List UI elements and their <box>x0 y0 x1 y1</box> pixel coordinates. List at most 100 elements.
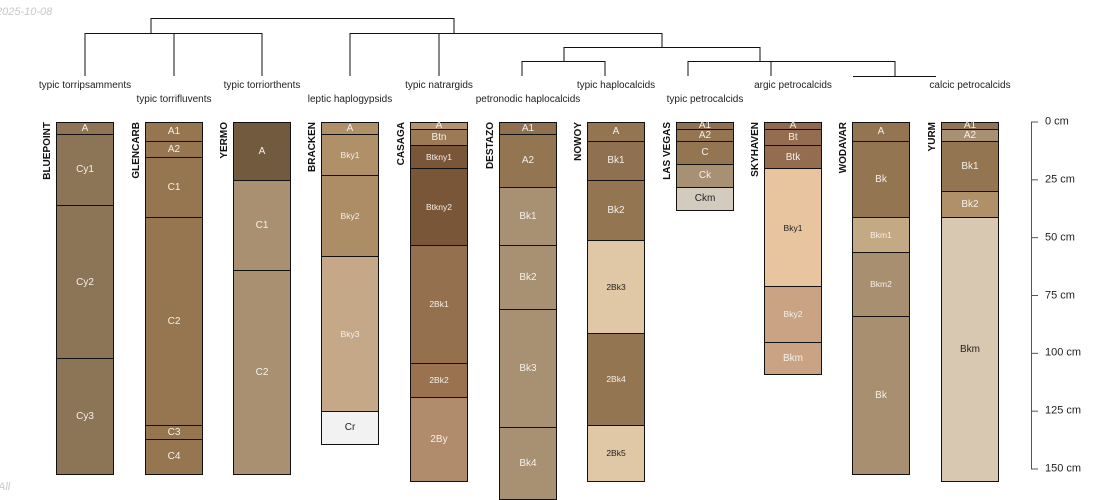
horizon: 2By <box>410 397 468 482</box>
horizon: Bk2 <box>499 244 557 311</box>
horizon-label: A <box>81 122 89 134</box>
horizon: Bky2 <box>321 175 379 258</box>
horizon-label: A1 <box>521 122 535 134</box>
horizon: 2Bk1 <box>410 244 468 364</box>
horizon-label: A <box>346 122 354 134</box>
horizon-label: A2 <box>167 143 181 155</box>
axis-tick-label: 50 cm <box>1045 231 1075 244</box>
horizon: Cr <box>321 411 379 445</box>
horizon: 2Bk4 <box>587 332 645 427</box>
taxon-label: argic petrocalcids <box>754 80 832 91</box>
profile-name: GLENCARB <box>131 122 142 179</box>
horizon: Btk <box>764 145 822 170</box>
horizon: C2 <box>233 270 291 475</box>
horizon: Bk2 <box>587 179 645 241</box>
horizon-label: Ck <box>698 170 712 182</box>
horizon: A1 <box>145 122 203 142</box>
horizon: Bkm1 <box>852 216 910 253</box>
dendro-left-cluster <box>84 33 263 76</box>
axis-tick-label: 150 cm <box>1045 462 1082 475</box>
horizon: C <box>676 140 734 165</box>
horizon: A <box>852 122 910 142</box>
horizon: Bt <box>764 128 822 147</box>
horizon-label: C4 <box>167 451 181 463</box>
horizon-label: C2 <box>167 315 181 327</box>
horizon-label: Bky3 <box>340 329 360 340</box>
depth-axis <box>1031 121 1038 470</box>
horizon: Bk1 <box>941 140 999 193</box>
horizon-label: Bt <box>788 132 798 144</box>
horizon: 2Bk5 <box>587 425 645 482</box>
horizon: C1 <box>233 179 291 272</box>
horizon-label: A <box>435 120 443 132</box>
profile-name: BRACKEN <box>307 122 318 172</box>
horizon-label: Bk1 <box>961 160 979 172</box>
horizon-label: A2 <box>698 129 712 141</box>
horizon-label: C3 <box>167 426 181 438</box>
horizon-label: A1 <box>698 120 712 132</box>
horizon-label: A <box>877 126 885 138</box>
horizon: Bk1 <box>499 186 557 246</box>
horizon-label: Bk2 <box>519 271 537 283</box>
horizon: C4 <box>145 438 203 475</box>
profile-name: YURM <box>927 122 938 152</box>
horizon: Bk4 <box>499 427 557 500</box>
horizon-label: Btkny2 <box>426 201 452 212</box>
taxon-label: typic haplocalcids <box>576 80 656 91</box>
taxon-label: typic torriorthents <box>223 80 301 91</box>
profile-name: CASAGA <box>396 122 407 166</box>
horizon-label: Bk2 <box>961 199 979 211</box>
horizon-label: Cy3 <box>76 410 94 422</box>
horizon: Bky1 <box>321 133 379 177</box>
horizon: 2Bk3 <box>587 239 645 334</box>
horizon-label: Btkny1 <box>426 152 452 163</box>
horizon: 2Bk2 <box>410 362 468 399</box>
axis-tick-label: 75 cm <box>1045 288 1075 301</box>
horizon-label: Bk2 <box>607 204 625 216</box>
horizon-label: Bky2 <box>783 309 803 320</box>
taxon-label: petronodic haplocalcids <box>475 94 581 105</box>
taxon-label: typic petrocalcids <box>666 94 744 105</box>
horizon-label: Bkm <box>960 343 980 355</box>
horizon: Btkny1 <box>410 145 468 170</box>
profile-name: NOWOY <box>573 122 584 161</box>
horizon-label: A2 <box>963 129 977 141</box>
taxon-label: leptic haplogypsids <box>307 94 393 105</box>
horizon-label: Bkm2 <box>870 279 892 290</box>
profile-name: WODAVAR <box>838 122 849 174</box>
profile-name: LAS VEGAS <box>662 122 673 180</box>
taxon-label: typic torrifluvents <box>136 94 212 105</box>
profile-name: YERMO <box>219 122 230 159</box>
horizon-label: C <box>701 147 709 159</box>
horizon: A <box>233 122 291 181</box>
horizon-label: Btk <box>785 151 801 163</box>
horizon-label: Bky1 <box>340 149 360 160</box>
horizon: Bk1 <box>587 140 645 181</box>
horizon: Btn <box>410 128 468 147</box>
horizon-label: 2Bk1 <box>429 299 449 310</box>
horizon-label: Cy1 <box>76 164 94 176</box>
horizon: C2 <box>145 216 203 427</box>
horizon: Cy2 <box>56 205 114 359</box>
horizon-label: Bkm1 <box>870 229 892 240</box>
horizon-label: A <box>612 126 620 138</box>
axis-tick-label: 25 cm <box>1045 173 1075 186</box>
profile-name: DESTAZO <box>485 122 496 170</box>
horizon-label: Cr <box>344 422 356 434</box>
horizon: Bky3 <box>321 256 379 413</box>
horizon-label: 2Bk2 <box>429 375 449 386</box>
horizon: A2 <box>145 140 203 158</box>
horizon-label: C1 <box>167 181 181 193</box>
dendro-petrocalcids <box>687 61 896 76</box>
horizon-label: 2By <box>430 433 448 445</box>
date-annotation: 2025-10-08 <box>0 6 53 18</box>
horizon-label: A1 <box>167 126 181 138</box>
horizon-label: Bkm <box>783 352 803 364</box>
horizon-label: Bk1 <box>519 210 537 222</box>
horizon: Ck <box>676 163 734 188</box>
axis-tick-label: 125 cm <box>1045 404 1082 417</box>
horizon: Bk2 <box>941 191 999 218</box>
horizon-label: 2Bk4 <box>606 374 626 385</box>
taxon-label: calcic petrocalcids <box>929 80 1011 91</box>
horizon-label: A1 <box>963 120 977 132</box>
